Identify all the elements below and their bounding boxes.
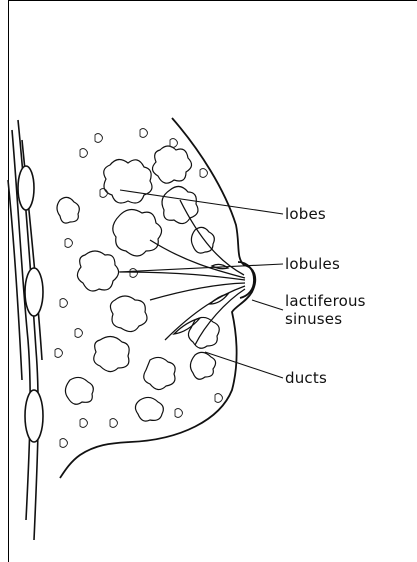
label-lobules: lobules [285,255,340,273]
leader-lines [118,190,283,378]
label-lactiferous: lactiferous [285,292,366,310]
lobe-clusters [57,146,219,421]
ducts [120,200,245,345]
ribs [18,166,43,442]
label-sinuses: sinuses [285,310,342,328]
label-ducts: ducts [285,369,327,387]
label-lobes: lobes [285,205,326,223]
